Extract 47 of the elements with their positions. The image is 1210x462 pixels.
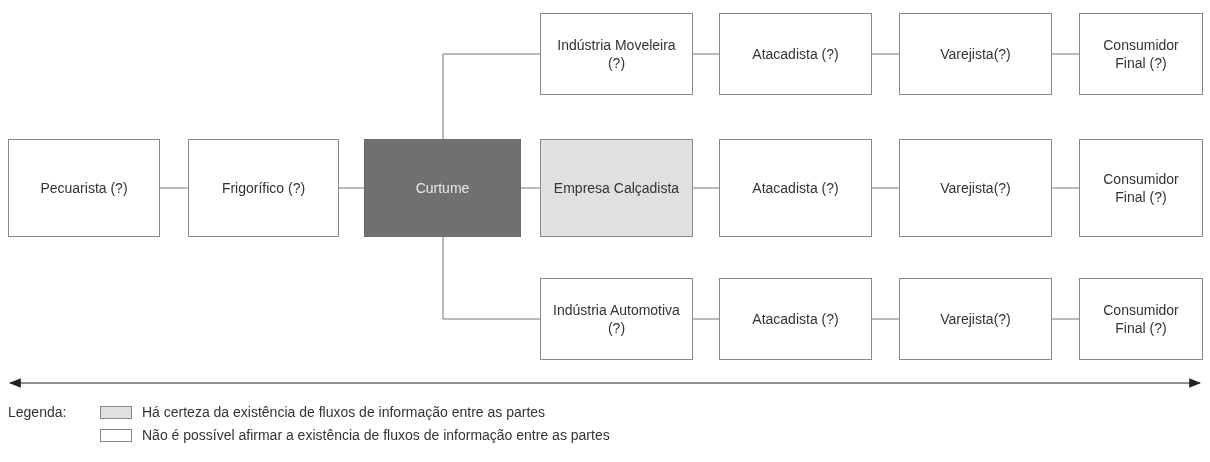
process-box <box>719 278 872 360</box>
connector-line <box>1051 187 1080 189</box>
process-box <box>899 278 1052 360</box>
connector-line <box>159 187 189 189</box>
process-box <box>1079 13 1203 95</box>
connector-line <box>442 236 541 320</box>
legend-title: Legenda: <box>8 404 67 420</box>
connector-line <box>871 318 900 320</box>
connector-line <box>1051 53 1080 55</box>
box-label: Curtume <box>415 179 470 197</box>
box-label: Atacadista (?) <box>752 310 839 328</box>
process-box <box>540 139 693 237</box>
connector-line <box>692 318 720 320</box>
process-box <box>719 13 872 95</box>
box-label: Atacadista (?) <box>752 179 839 197</box>
box-label: Varejista(?) <box>940 310 1011 328</box>
box-label: Varejista(?) <box>940 179 1011 197</box>
connector-line <box>1051 318 1080 320</box>
connector-line <box>871 187 900 189</box>
box-label: Consumidor Final (?) <box>1102 36 1180 72</box>
process-box <box>540 13 693 95</box>
connector-line <box>520 187 541 189</box>
connector-line <box>871 53 900 55</box>
connector-line <box>692 187 720 189</box>
connector-line <box>442 53 541 140</box>
box-label: Consumidor Final (?) <box>1102 170 1180 206</box>
process-box <box>1079 139 1203 237</box>
process-box <box>1079 278 1203 360</box>
connector-line <box>692 53 720 55</box>
legend-text: Não é possível afirmar a existência de fluxos de informação entre as partes <box>142 427 610 443</box>
legend-text: Há certeza da existência de fluxos de informação entre as partes <box>142 404 546 420</box>
process-box <box>364 139 521 237</box>
process-box <box>188 139 339 237</box>
box-label: Consumidor Final (?) <box>1102 301 1180 337</box>
box-label: Pecuarista (?) <box>40 179 128 197</box>
process-box <box>8 139 160 237</box>
process-box <box>899 13 1052 95</box>
process-box <box>719 139 872 237</box>
process-box <box>540 278 693 360</box>
box-label: Atacadista (?) <box>752 45 839 63</box>
box-label: Frigorífico (?) <box>221 179 306 197</box>
process-box <box>899 139 1052 237</box>
box-label: Indústria Automotiva (?) <box>552 301 681 337</box>
box-label: Indústria Moveleira (?) <box>556 36 677 72</box>
box-label: Empresa Calçadista <box>553 179 680 197</box>
connector-line <box>338 187 365 189</box>
box-label: Varejista(?) <box>940 45 1011 63</box>
